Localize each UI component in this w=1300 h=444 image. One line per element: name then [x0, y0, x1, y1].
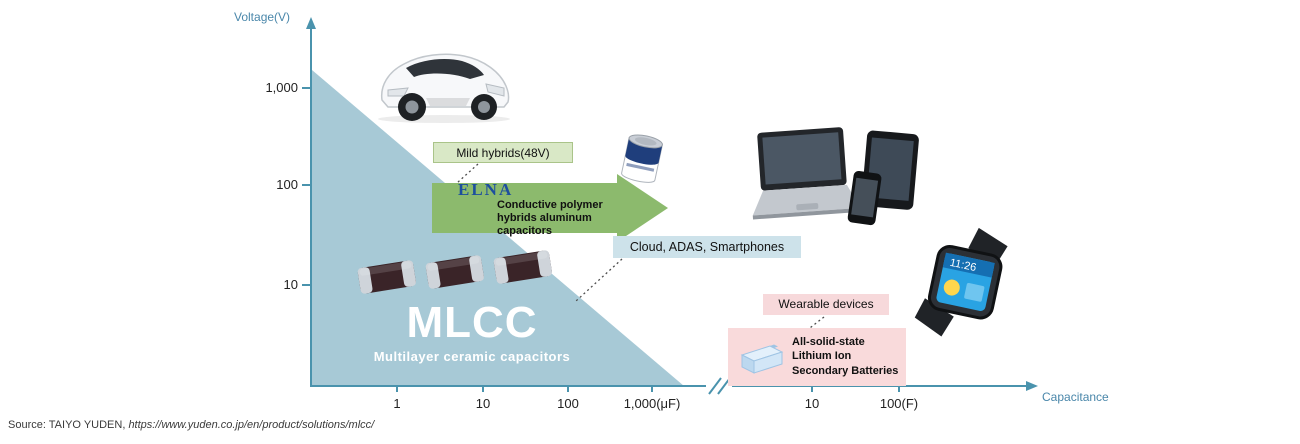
source-prefix: Source: TAIYO YUDEN,	[8, 419, 129, 431]
car-icon	[378, 53, 510, 123]
y-tick-label: 1,000	[265, 80, 298, 95]
x-tick-label: 1,000(μF)	[623, 396, 681, 411]
x-tick-label: 1	[393, 396, 401, 411]
x-tick-label: 10	[475, 396, 491, 411]
cloud-adas-callout: Cloud, ADAS, Smartphones	[613, 236, 801, 258]
y-tick-label: 100	[276, 177, 298, 192]
x-axis-arrow-icon	[1026, 381, 1038, 391]
connector-line-wearable	[805, 316, 825, 332]
battery-region: All-solid-state Lithium Ion Secondary Ba…	[728, 328, 906, 386]
battery-label: All-solid-state Lithium Ion Secondary Ba…	[792, 335, 898, 378]
mlcc-chips-illustration	[357, 250, 552, 294]
mlcc-chip-icon	[357, 260, 416, 294]
aluminum-capacitor-icon	[621, 134, 663, 183]
source-caption: Source: TAIYO YUDEN, https://www.yuden.c…	[8, 419, 374, 431]
x-tick-label: 10	[804, 396, 820, 411]
battery-label-line: Secondary Batteries	[792, 364, 899, 377]
mlcc-chip-icon	[425, 255, 484, 289]
wearable-callout: Wearable devices	[763, 294, 889, 315]
devices-illustration	[752, 127, 919, 226]
elna-desc-line: capacitors	[497, 225, 553, 238]
battery-icon	[740, 344, 784, 374]
mild-hybrids-callout: Mild hybrids(48V)	[433, 142, 573, 163]
y-tick-label: 10	[283, 277, 298, 292]
watch-time: 11:26	[949, 257, 978, 274]
mlcc-title: MLCC	[406, 298, 538, 347]
laptop-icon	[752, 127, 861, 220]
mlcc-chip-icon	[493, 250, 552, 284]
x-tick-label: 100	[557, 396, 579, 411]
elna-arrow-region	[432, 174, 668, 242]
source-url: https://www.yuden.co.jp/en/product/solut…	[128, 419, 375, 431]
battery-label-line: Lithium Ion	[792, 350, 852, 363]
x-tick-label: 100(F)	[879, 396, 919, 411]
elna-logo: ELNA	[458, 180, 514, 199]
y-axis-label: Voltage(V)	[234, 10, 291, 24]
smartphone-icon	[847, 170, 882, 226]
battery-label-line: All-solid-state	[792, 336, 865, 348]
elna-desc-line: Conductive polymer	[497, 199, 603, 211]
y-axis-arrow-icon	[306, 17, 316, 29]
x-axis-label: Capacitance	[1042, 390, 1109, 404]
axis-break-icon	[708, 377, 722, 395]
connector-line-cloud	[575, 258, 623, 302]
elna-desc-line: hybrids aluminum	[497, 212, 592, 225]
mlcc-subtitle: Multilayer ceramic capacitors	[373, 349, 571, 364]
smartwatch-icon: 11:26	[914, 227, 1008, 337]
elna-description: Conductive polymer hybrids aluminum capa…	[497, 199, 603, 239]
